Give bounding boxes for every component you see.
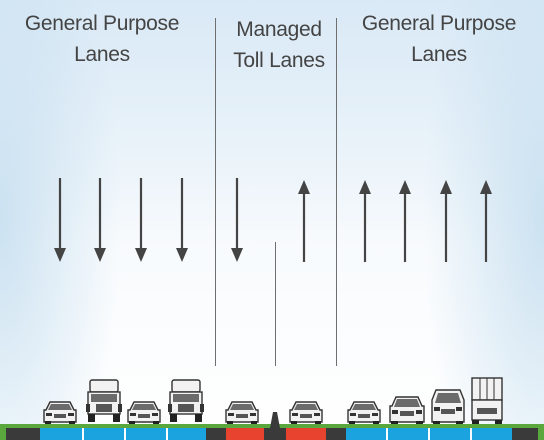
arrow-down-icon xyxy=(135,178,147,262)
left-shoulder xyxy=(0,428,6,440)
buffer-strip xyxy=(206,428,226,440)
label-line: General Purpose xyxy=(361,12,517,35)
center-median-line xyxy=(275,242,277,366)
arrow-down-icon xyxy=(176,178,188,262)
right-divider-line xyxy=(336,18,338,366)
general-purpose-lanes-right-label: General Purpose Lanes xyxy=(350,8,528,70)
car-icon xyxy=(225,401,259,425)
managed-toll-lanes-label: Managed Toll Lanes xyxy=(220,14,338,76)
general-purpose-lanes-left-label: General Purpose Lanes xyxy=(22,8,182,70)
arrow-up-icon xyxy=(359,180,371,262)
label-line: Lanes xyxy=(74,43,130,66)
general-purpose-lane xyxy=(472,428,512,440)
van-icon xyxy=(431,389,465,425)
label-line: Managed xyxy=(236,18,322,41)
left-shoulder-pavement xyxy=(6,428,40,440)
left-divider-line xyxy=(215,18,217,366)
toll-lane xyxy=(286,428,326,440)
arrow-down-icon xyxy=(94,178,106,262)
median-barrier xyxy=(264,428,286,440)
right-shoulder xyxy=(538,428,544,440)
semi-truck-icon xyxy=(168,379,204,422)
car-icon xyxy=(127,401,161,425)
arrow-up-icon xyxy=(298,180,310,262)
box-truck-icon xyxy=(471,377,503,426)
general-purpose-lane xyxy=(430,428,470,440)
car-icon xyxy=(43,401,77,425)
arrow-up-icon xyxy=(480,180,492,262)
vehicles-row xyxy=(43,377,503,426)
label-line: Toll Lanes xyxy=(233,49,325,72)
arrow-up-icon xyxy=(399,180,411,262)
general-purpose-lane xyxy=(126,428,166,440)
toll-lane xyxy=(226,428,264,440)
right-shoulder-pavement xyxy=(512,428,538,440)
arrow-up-icon xyxy=(440,180,452,262)
arrow-down-icon xyxy=(231,178,243,262)
median-barrier-icon xyxy=(270,412,280,428)
car-icon xyxy=(347,401,381,425)
arrow-down-icon xyxy=(54,178,66,262)
suv-icon xyxy=(389,396,425,425)
general-purpose-lane xyxy=(84,428,124,440)
general-purpose-lane xyxy=(388,428,428,440)
general-purpose-lane xyxy=(40,428,82,440)
buffer-strip xyxy=(326,428,346,440)
general-purpose-lane xyxy=(346,428,386,440)
label-line: Lanes xyxy=(411,43,467,66)
general-purpose-lane xyxy=(168,428,206,440)
car-icon xyxy=(289,401,323,425)
semi-truck-icon xyxy=(86,379,122,422)
label-line: General Purpose xyxy=(24,12,180,35)
